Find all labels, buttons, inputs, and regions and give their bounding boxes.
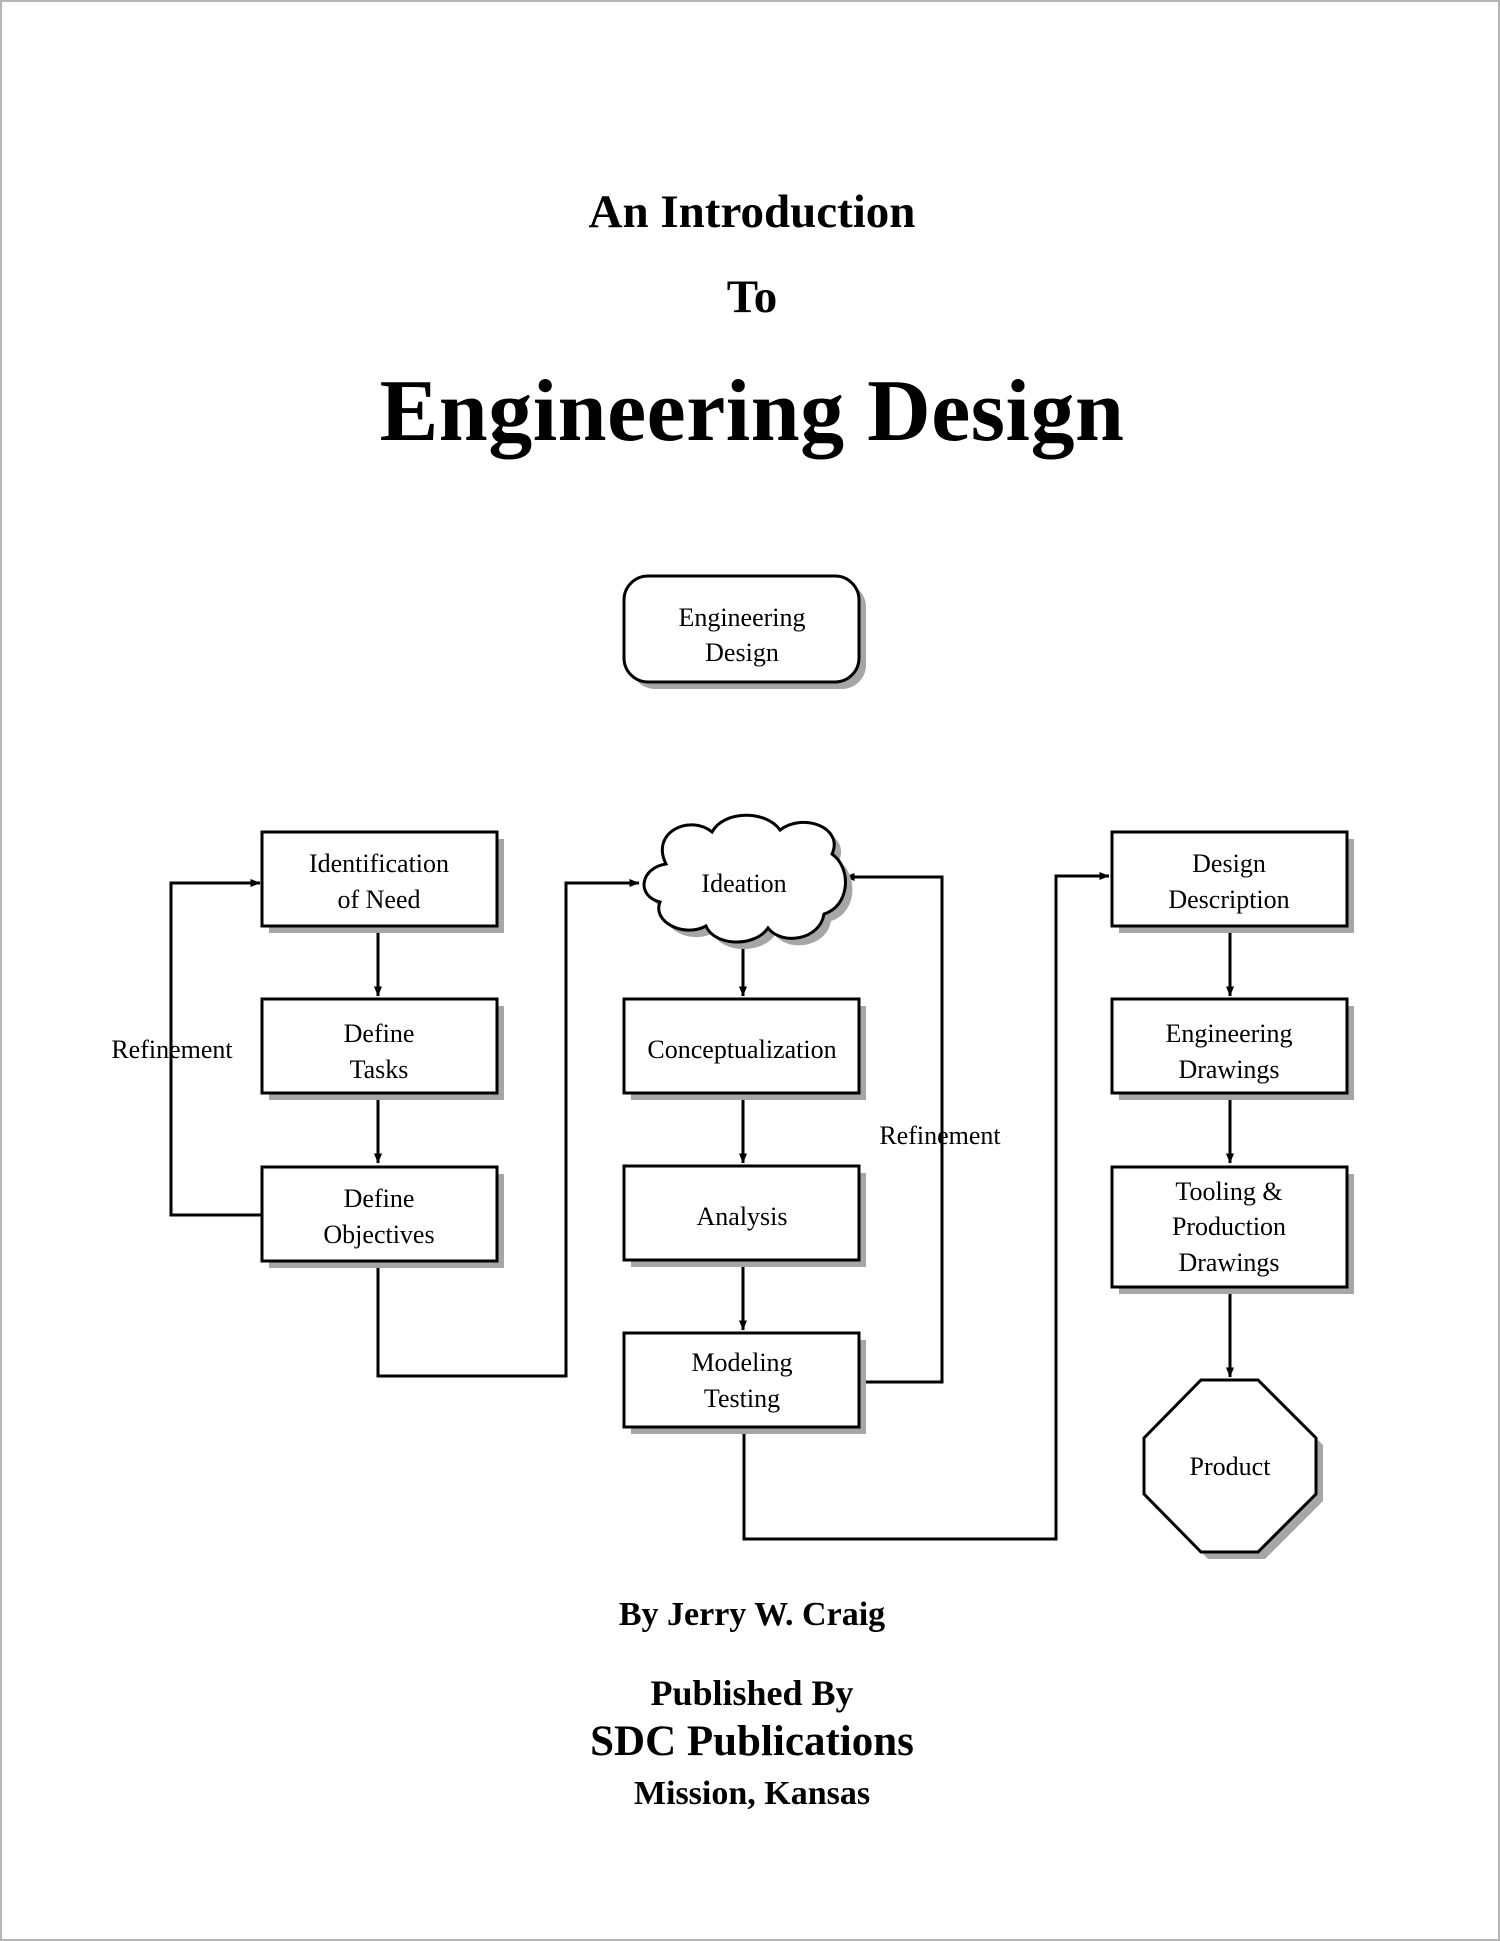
node-define-objectives-line-2: Objectives [323, 1220, 434, 1249]
middle-refinement-label: Refinement [879, 1121, 1001, 1150]
node-ideation-label: Ideation [701, 869, 786, 898]
node-tooling-line-2: Production [1172, 1212, 1286, 1241]
node-analysis-label: Analysis [697, 1202, 788, 1231]
node-identification-line-1: Identification [309, 849, 449, 878]
node-define-objectives: Define Objectives [260, 1165, 504, 1268]
published-by-line: Published By [650, 1673, 854, 1713]
left-refinement-loop [169, 879, 262, 1217]
node-conceptualization: Conceptualization [622, 997, 866, 1100]
node-define-tasks: Define Tasks [260, 997, 504, 1100]
middle-refinement-loop [844, 873, 944, 1384]
node-modeling-testing: Modeling Testing [622, 1331, 866, 1434]
author-line: By Jerry W. Craig [618, 1596, 886, 1633]
subtitle-line-1: An Introduction [588, 186, 916, 238]
node-identification-line-2: of Need [337, 885, 420, 914]
node-tooling-line-3: Drawings [1178, 1248, 1279, 1277]
left-refinement-label: Refinement [111, 1035, 233, 1064]
node-modeling-line-1: Modeling [691, 1348, 792, 1377]
subtitle-line-2: To [726, 271, 778, 323]
node-analysis: Analysis [622, 1164, 866, 1267]
node-define-tasks-line-2: Tasks [350, 1055, 409, 1084]
node-design-description-line-2: Description [1168, 885, 1289, 914]
node-modeling-line-2: Testing [704, 1384, 780, 1413]
node-design-description-line-1: Design [1192, 849, 1266, 878]
node-engineering-drawings-line-1: Engineering [1165, 1019, 1292, 1048]
node-product-label: Product [1190, 1452, 1272, 1481]
connector-modeling-to-design-description [742, 872, 1110, 1541]
node-design-description: Design Description [1110, 830, 1354, 933]
node-engineering-design-line-2: Design [705, 638, 779, 667]
node-define-objectives-line-1: Define [344, 1184, 415, 1213]
node-define-tasks-line-1: Define [344, 1019, 415, 1048]
node-tooling-production-drawings: Tooling & Production Drawings [1110, 1165, 1354, 1294]
book-title: Engineering Design [379, 363, 1125, 460]
node-identification-of-need: Identification of Need [260, 830, 504, 933]
connector-objectives-to-ideation [376, 879, 640, 1378]
flowchart-connectors [169, 872, 1234, 1541]
node-engineering-design: Engineering Design [622, 574, 866, 689]
node-engineering-design-line-1: Engineering [678, 603, 805, 632]
node-engineering-drawings-line-2: Drawings [1178, 1055, 1279, 1084]
node-engineering-drawings: Engineering Drawings [1110, 997, 1354, 1100]
node-product-octagon: Product [1142, 1378, 1323, 1559]
node-conceptualization-label: Conceptualization [647, 1035, 836, 1064]
publisher-location: Mission, Kansas [633, 1775, 871, 1812]
node-tooling-line-1: Tooling & [1175, 1177, 1282, 1206]
publisher-name: SDC Publications [590, 1718, 914, 1765]
node-ideation-cloud: Ideation [642, 813, 853, 950]
